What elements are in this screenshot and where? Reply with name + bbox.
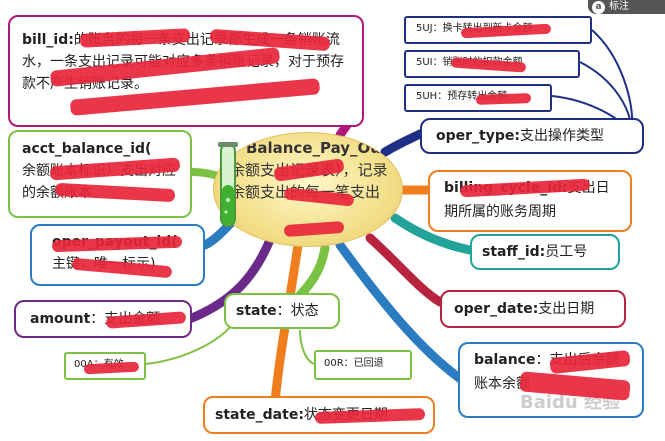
node-oper-type[interactable]: oper_type:支出操作类型 — [420, 118, 644, 154]
redaction-mark — [475, 93, 532, 105]
node-amount[interactable]: amount：支出金额 — [14, 300, 192, 338]
node-oper-date-text: 支出日期 — [538, 301, 595, 317]
branch-state — [295, 243, 330, 300]
node-state-00R[interactable]: 00R：已回退 — [314, 350, 412, 380]
center-title: Balance_Pay_Out( — [245, 139, 395, 157]
branch-amount — [187, 235, 275, 323]
test-tube-icon — [218, 142, 238, 227]
node-balance[interactable]: balance：支出后余额账本余额 — [458, 342, 644, 418]
node-type-5UI[interactable]: 5UI：销账时的扣款金额 — [404, 50, 580, 78]
node-oper-payout-id[interactable]: oper_payout_id(主键，唯一标示) — [30, 224, 205, 286]
node-state-00R-text: 00R：已回退 — [324, 358, 384, 369]
node-oper-date[interactable]: oper_date:支出日期 — [440, 290, 626, 328]
badge-label: 标注 — [609, 1, 629, 12]
node-state-date[interactable]: state_date:状态变更日期 — [203, 396, 435, 434]
node-amount-code: amount — [30, 311, 91, 327]
branch-staff-id — [390, 213, 475, 255]
badge-icon: a — [592, 1, 605, 14]
node-oper-date-code: oper_date: — [454, 301, 539, 317]
node-oper-type-text: 支出操作类型 — [519, 128, 604, 144]
node-state-00A[interactable]: 00A：有效 — [64, 352, 146, 380]
sub-branch-00A — [145, 324, 233, 365]
branch-balance — [335, 240, 467, 385]
node-staff-id[interactable]: staff_id:员工号 — [470, 234, 620, 270]
node-balance-code: balance — [474, 352, 536, 368]
node-oper-type-code: oper_type: — [436, 128, 520, 144]
node-acct-balance-id[interactable]: acct_balance_id(余额账本标识）支出对应的余额账本 — [8, 130, 192, 218]
node-state[interactable]: state：状态 — [224, 293, 340, 329]
node-bill-id[interactable]: bill_id:的账务的每一条支出记录都生成一条销账流水，一条支出记录可能对应多… — [8, 15, 364, 127]
center-topic[interactable]: Balance_Pay_Out( 余额支出记录表），记录余额支出的每一笔支出 — [213, 132, 403, 247]
node-type-5UH-text: 5UH：预存转出金额 — [416, 91, 508, 102]
node-bill-id-code: bill_id: — [22, 32, 74, 48]
node-staff-id-text: 员工号 — [545, 244, 588, 260]
node-type-5UH[interactable]: 5UH：预存转出金额 — [404, 84, 552, 112]
annotate-badge[interactable]: a 标注 — [588, 0, 665, 14]
branch-oper-type — [380, 129, 425, 157]
node-billing-cycle-id[interactable]: billing_cycle_id:支出日期所属的账务周期 — [428, 170, 632, 232]
node-type-5UJ[interactable]: 5UJ：换卡转出到新卡金额 — [404, 16, 592, 44]
node-state-date-code: state_date: — [215, 407, 304, 423]
branch-oper-date — [365, 233, 445, 307]
node-staff-id-code: staff_id: — [482, 244, 546, 260]
sub-branch-00R — [299, 329, 315, 365]
node-acct-balance-id-code: acct_balance_id( — [22, 141, 152, 157]
redaction-mark — [283, 220, 345, 238]
node-state-code: state — [236, 303, 277, 319]
node-state-text: ：状态 — [276, 303, 319, 319]
